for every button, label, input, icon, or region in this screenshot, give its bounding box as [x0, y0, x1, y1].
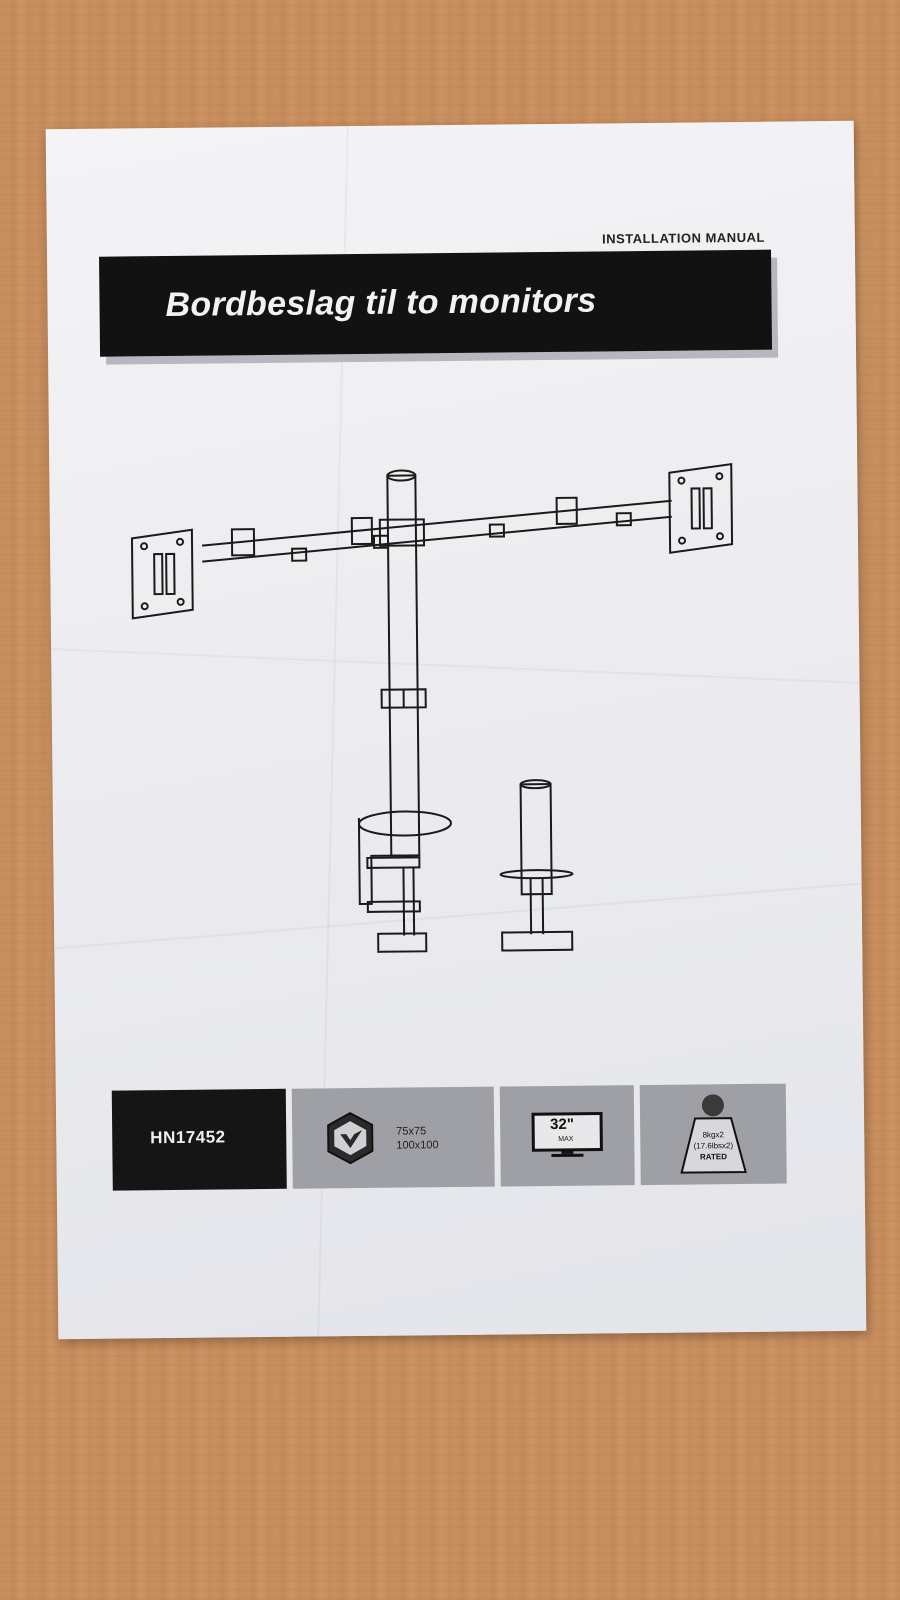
vesa-badge-icon	[327, 1111, 374, 1165]
dual-monitor-arm-illustration	[130, 462, 734, 953]
screen-size-value: 32"	[550, 1115, 575, 1134]
vesa-size-small: 75x75	[396, 1125, 427, 1138]
weight-per-arm-lbs: (17.6lbsx2)	[693, 1141, 734, 1151]
vesa-spec-box: 75x75 100x100	[291, 1086, 495, 1189]
screen-size-box: 32" MAX	[499, 1085, 635, 1187]
weight-icon	[680, 1094, 747, 1174]
installation-manual-label: INSTALLATION MANUAL	[601, 229, 765, 247]
manual-title: Bordbeslag til to monitors	[165, 281, 597, 325]
title-banner: Bordbeslag til to monitors	[99, 249, 773, 357]
manual-cover: INSTALLATION MANUAL Bordbeslag til to mo…	[45, 120, 867, 1340]
weight-per-arm: 8kgx2	[702, 1130, 724, 1140]
weight-rating-box: 8kgx2 (17.6lbsx2) RATED	[639, 1083, 787, 1186]
monitor-icon	[531, 1111, 603, 1158]
vesa-size-large: 100x100	[396, 1139, 439, 1152]
model-number-box: HN17452	[111, 1088, 287, 1191]
weight-rated-label: RATED	[699, 1152, 728, 1162]
model-number: HN17452	[150, 1127, 226, 1148]
spec-bar: HN17452 75x75 100x100 32" MAX	[111, 1083, 787, 1191]
screen-size-max: MAX	[558, 1135, 574, 1143]
